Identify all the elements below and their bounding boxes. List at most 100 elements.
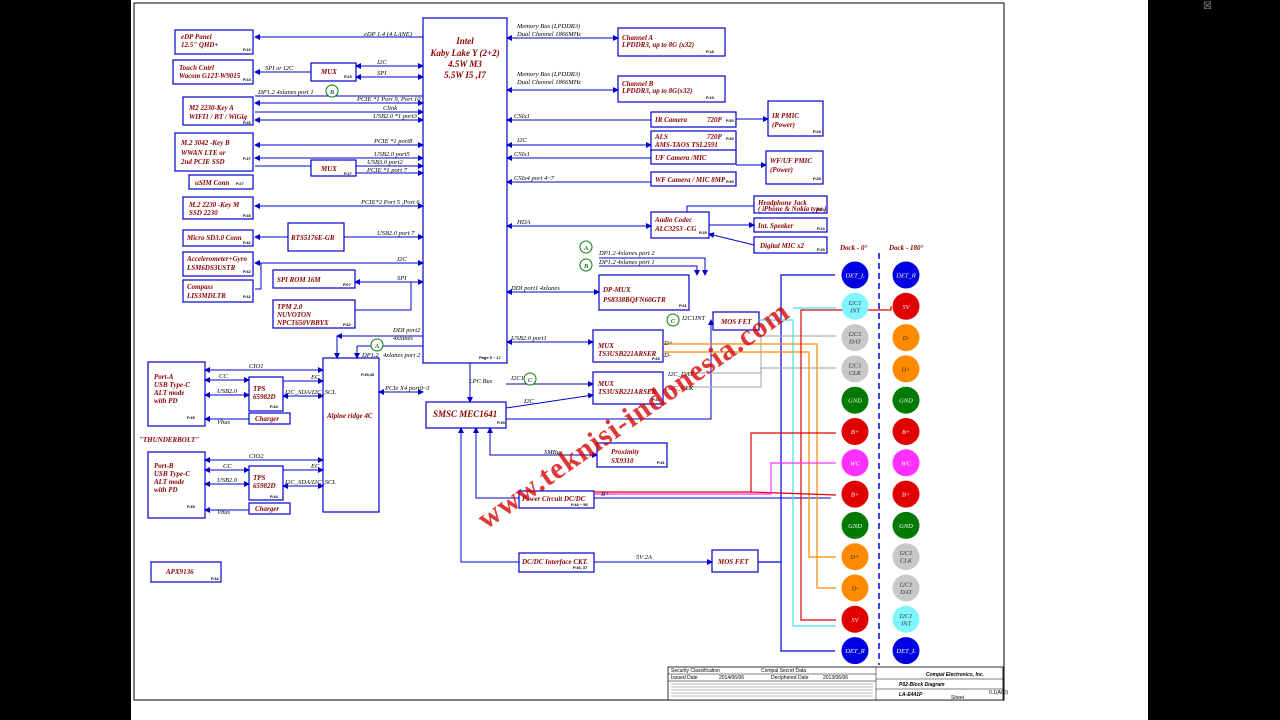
audio-codec-block[interactable]: Audio Codec ALC3253 -CG P.25 <box>650 211 710 239</box>
svg-text:720P: 720P <box>707 133 723 141</box>
svg-text:MOS FET: MOS FET <box>720 318 752 326</box>
ec-mec1641-block[interactable]: SMSC MEC1641 P.35 <box>425 401 507 429</box>
svg-text:USB Type-C: USB Type-C <box>154 470 190 478</box>
wf-uf-pmic-block[interactable]: WF/UF PMIC (Power) P.28 <box>765 150 824 185</box>
spi-rom-block[interactable]: SPI ROM 16M P.07 <box>272 269 356 289</box>
svg-text:P.32: P.32 <box>243 269 251 274</box>
svg-text:CSIx1: CSIx1 <box>514 151 530 158</box>
dock-180-pin-6 <box>892 418 920 445</box>
dock-0-pin-label-10-1: D+ <box>849 554 859 561</box>
wf-camera-block[interactable]: WF Camera / MIC 8MP P.30 <box>650 171 737 187</box>
interconnect-wires <box>204 34 831 565</box>
svg-text:P.19: P.19 <box>706 95 714 100</box>
svg-text:CIO1: CIO1 <box>249 363 263 370</box>
svg-text:IR PMIC: IR PMIC <box>771 112 799 120</box>
svg-text:USB2.0: USB2.0 <box>217 477 238 484</box>
dock-180-pin-label-6-1: B+ <box>902 429 910 436</box>
als-block[interactable]: ALS 720P AMS-TAOS TSL2591 P.30 <box>650 130 737 152</box>
svg-text:Dual Channel 1866MHz: Dual Channel 1866MHz <box>516 31 581 38</box>
uf-camera-block[interactable]: UF Camera /MIC <box>650 149 737 165</box>
memory-channel-b-block[interactable]: Channel B LPDDR3, up to 8G(x32) P.19 <box>617 75 726 103</box>
dock-0-pin-10 <box>841 543 869 571</box>
svg-text:I2C_SDA/I2C_SCL: I2C_SDA/I2C_SCL <box>284 479 336 486</box>
svg-text:DP1.2 4xlanes port 2: DP1.2 4xlanes port 2 <box>598 250 655 257</box>
power-circuit-block[interactable]: Power Circuit DC/DC P.48 ~ 56 <box>518 490 595 509</box>
svg-text:Headphone Jack: Headphone Jack <box>757 199 807 207</box>
svg-text:LPDDR3, up to 8G(x32): LPDDR3, up to 8G(x32) <box>621 87 692 95</box>
m2-key-b-block[interactable]: M.2 3042 -Key B WWAN LTE or 2nd PCIE SSD… <box>174 132 254 172</box>
svg-text:P.45: P.45 <box>187 504 195 509</box>
apx9136-block[interactable]: APX9136 P.34 <box>150 561 222 583</box>
svg-text:Intel: Intel <box>455 36 474 46</box>
svg-text:LPDDR3, up to 8G (x32): LPDDR3, up to 8G (x32) <box>621 41 694 49</box>
dock-0-pin-2 <box>841 292 869 320</box>
dock-0-pin-label-8-1: B+ <box>851 492 859 499</box>
dock-0-pin-label-13-1: DET_R <box>844 648 865 655</box>
dock-0-pin-12 <box>841 605 869 633</box>
mux-c2-block[interactable]: MUX TS3USB221ARSER P.33 <box>592 371 664 405</box>
svg-text:M.2 3042 -Key B: M.2 3042 -Key B <box>180 139 230 147</box>
accelerometer-block[interactable]: Accelerometer+Gyro LSM6DS3USTR P.32 <box>182 251 254 277</box>
svg-text:2014/06/06: 2014/06/06 <box>719 675 744 681</box>
touch-controller-block[interactable]: Touch Cntrl Wacom G12T-W9015 P.23 <box>172 59 254 85</box>
edp-panel-block[interactable]: eDP Panel 12.5" QHD+ P.23 <box>174 29 254 55</box>
m2-key-a-block[interactable]: M2 2230-Key A WIFI1 / BT / WiGig P.26 <box>182 96 254 126</box>
dock-180-pin-label-10-2: CLK <box>900 558 913 565</box>
mos-fet-2-block[interactable]: MOS FET <box>711 549 759 573</box>
dock-180-pin-label-5-1: GND <box>899 398 913 405</box>
int-speaker-block[interactable]: Int. Speaker P.24 <box>753 217 828 233</box>
dock-colored-wires <box>594 274 892 652</box>
charger-a-block[interactable]: Charger <box>248 412 291 425</box>
svg-text:12.5" QHD+: 12.5" QHD+ <box>181 41 218 49</box>
mux-c1-block[interactable]: MUX TS3USB221ARSER P.33 <box>592 329 664 363</box>
svg-text:PCIE *1 port8: PCIE *1 port8 <box>373 138 413 145</box>
mux-touch-block[interactable]: MUX P.23 <box>310 62 357 82</box>
svg-text:P.33: P.33 <box>652 397 660 402</box>
digital-mic-block[interactable]: Digital MIC x2 P.25 <box>753 236 828 254</box>
rts5176-block[interactable]: RTS5176E-GR <box>287 222 345 252</box>
svg-text:uSIM Conn: uSIM Conn <box>195 179 230 187</box>
svg-text:SMBus: SMBus <box>544 449 563 456</box>
svg-text:SMSC MEC1641: SMSC MEC1641 <box>433 409 497 419</box>
dock-180-pin-label-2-1: 5V <box>902 304 910 311</box>
charger-b-block[interactable]: Charger <box>248 502 291 515</box>
ir-camera-block[interactable]: IR Camera 720P P.30 <box>650 111 737 128</box>
ir-pmic-block[interactable]: IR PMIC (Power) P.28 <box>767 100 824 137</box>
svg-text:P.28: P.28 <box>243 213 251 218</box>
compass-block[interactable]: Compass LIS3MDLTR P.32 <box>182 279 254 303</box>
port-a-block[interactable]: Port-A USB Type-C ALT mode with PD P.45 <box>147 361 206 427</box>
svg-text:I2C: I2C <box>376 59 387 66</box>
usim-block[interactable]: uSIM Conn P.27 <box>188 174 254 190</box>
memory-channel-a-block[interactable]: Channel A LPDDR3, up to 8G (x32) P.18 <box>617 27 726 57</box>
mux-wwan-block[interactable]: MUX P.27 <box>310 159 357 177</box>
micro-sd-block[interactable]: Micro SD3.0 Conn P.42 <box>182 229 254 247</box>
svg-text:PCIE *1 port 7: PCIE *1 port 7 <box>366 167 408 174</box>
proximity-block[interactable]: Proximity SX9310 P.31 <box>596 442 668 468</box>
svg-text:Port-A: Port-A <box>154 373 174 381</box>
svg-text:5.5W I5 ,I7: 5.5W I5 ,I7 <box>444 70 486 80</box>
dock-0-pin-4 <box>841 355 869 383</box>
svg-text:DC/DC Interface CKT.: DC/DC Interface CKT. <box>521 558 588 566</box>
svg-text:LA-E441P: LA-E441P <box>899 692 923 698</box>
svg-text:CC: CC <box>223 463 232 470</box>
tps-b-block[interactable]: TPS 65982D P.44 <box>248 465 284 501</box>
port-b-block[interactable]: Port-B USB Type-C ALT mode with PD P.45 <box>147 451 206 519</box>
tps-a-block[interactable]: TPS 65982D P.44 <box>248 376 284 412</box>
headphone-jack-block[interactable]: Headphone Jack ( iPhone & Nokia type ) P… <box>753 195 828 214</box>
cpu-block[interactable]: Intel Kaby Lake Y (2+2) 4.5W M3 5.5W I5 … <box>422 17 508 364</box>
svg-text:PS8338BQFN60GTR: PS8338BQFN60GTR <box>603 296 666 304</box>
alpine-ridge-block[interactable]: Alpine ridge 4C P.39,40 <box>322 357 380 513</box>
svg-text:P.28: P.28 <box>813 129 821 134</box>
viewer-close-icon[interactable]: ☒ <box>1203 1 1212 12</box>
dp-mux-block[interactable]: DP-MUX PS8338BQFN60GTR P.41 <box>598 274 690 311</box>
dcdc-interface-block[interactable]: DC/DC Interface CKT. P.36, 37 <box>518 552 595 573</box>
svg-text:MUX: MUX <box>320 68 337 76</box>
svg-text:Channel A: Channel A <box>622 34 653 42</box>
tpm-block[interactable]: TPM 2.0 NUVOTON NPCT650VBBYX P.32 <box>272 299 356 329</box>
thunderbolt-label: "THUNDERBOLT" <box>139 436 199 444</box>
dock-180-pin-label-11-2: DAT <box>899 589 912 596</box>
schematic-sheet: Intel Kaby Lake Y (2+2) 4.5W M3 5.5W I5 … <box>131 0 1148 720</box>
dock-180-pin-label-8-1: B+ <box>902 492 910 499</box>
m2-key-m-block[interactable]: M.2 2230 -Key M SSD 2230 P.28 <box>182 196 254 220</box>
svg-text:P.35: P.35 <box>497 420 505 425</box>
